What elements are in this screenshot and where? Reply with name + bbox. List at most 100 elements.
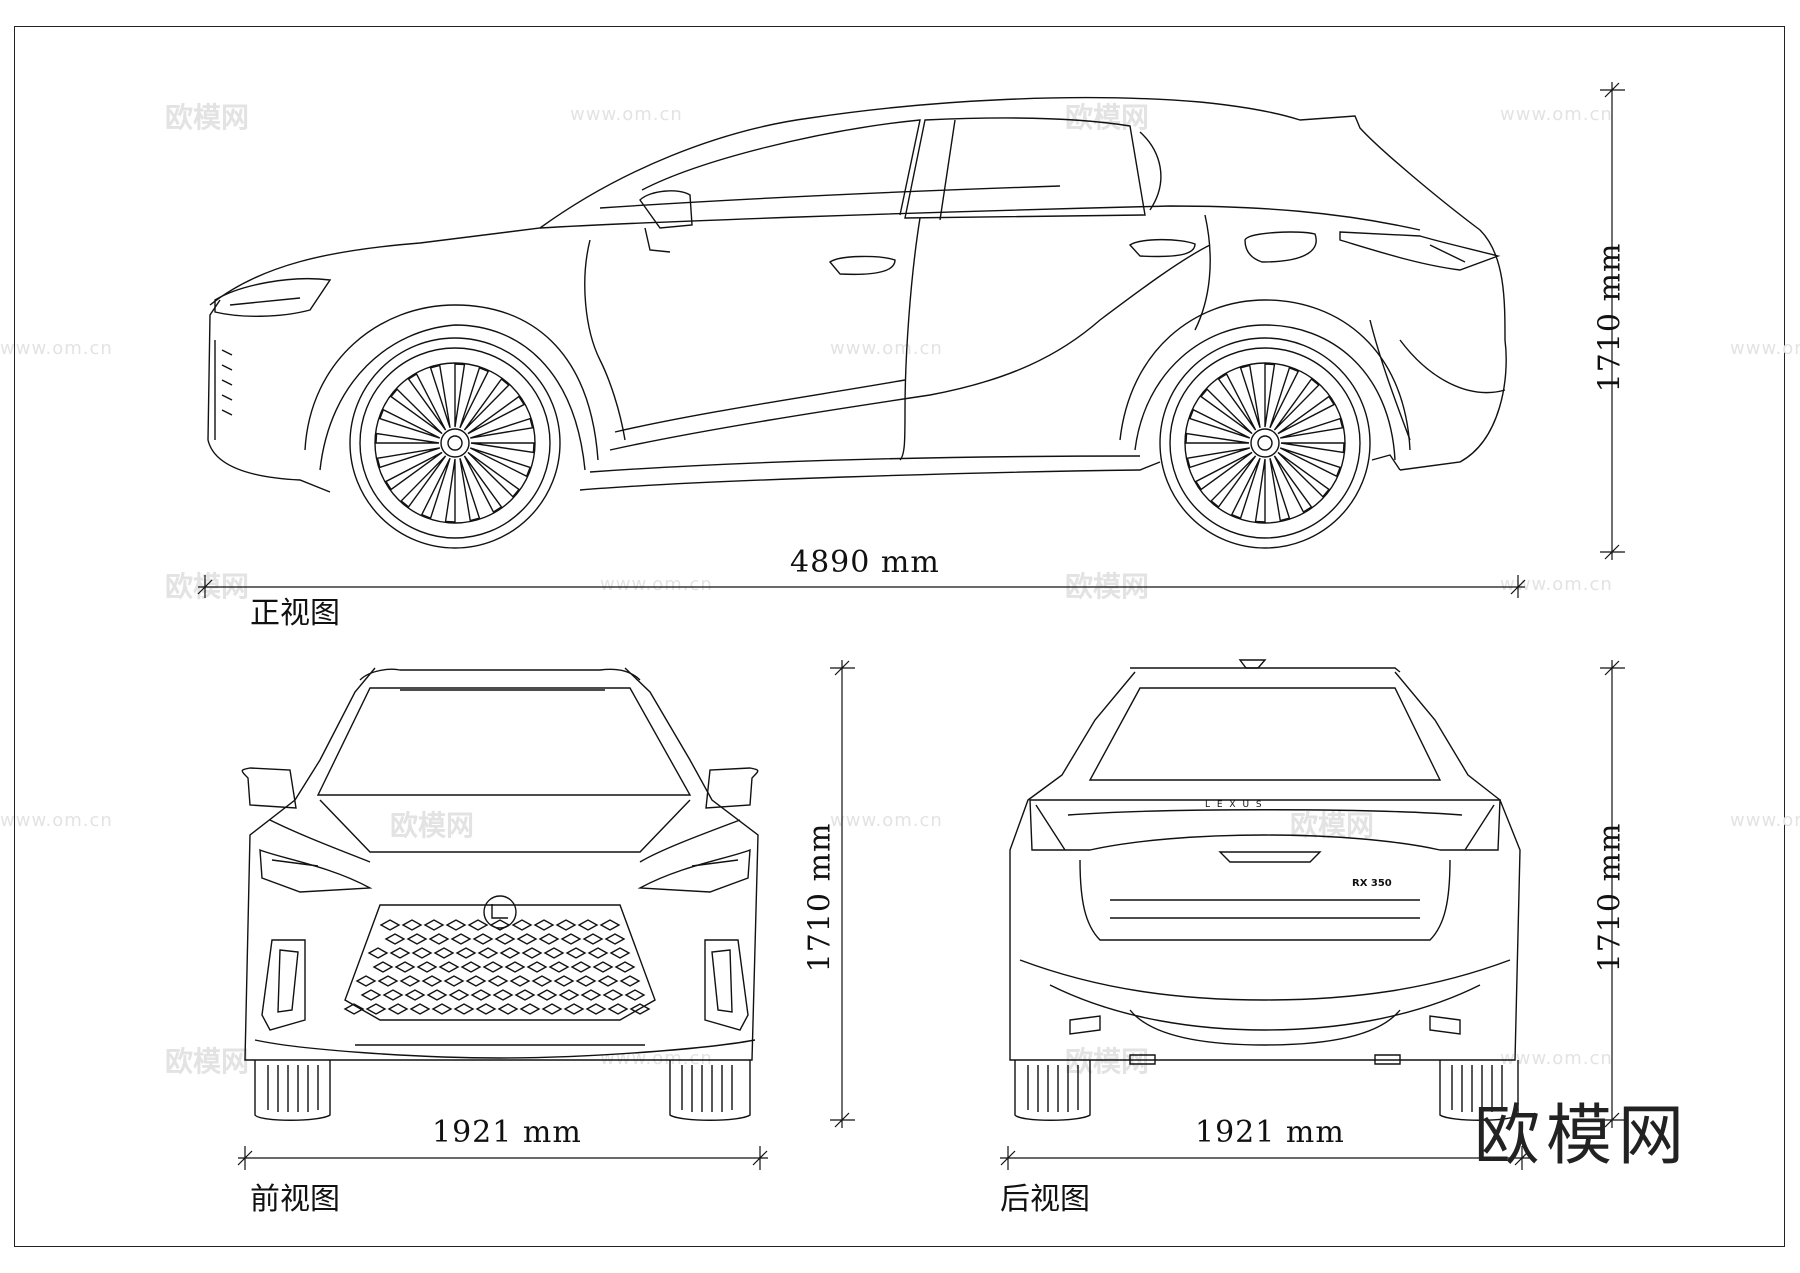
grille-diamond xyxy=(579,920,597,930)
wheel-spoke xyxy=(1281,443,1344,452)
grille-diamond xyxy=(560,990,578,1000)
grille-diamond xyxy=(499,1004,517,1014)
grille-diamond xyxy=(381,920,399,930)
grille-diamond xyxy=(408,934,426,944)
grille-diamond xyxy=(516,990,534,1000)
grille-diamond xyxy=(535,920,553,930)
wheel-spoke xyxy=(468,397,524,434)
grille-diamond xyxy=(567,948,585,958)
wheel-spoke xyxy=(1270,458,1289,520)
wheel-spoke xyxy=(391,389,442,433)
rear-width-text: 1921 mm xyxy=(1195,1115,1345,1150)
grille-diamond xyxy=(396,962,414,972)
grille-diamond xyxy=(389,1004,407,1014)
wheel-spoke xyxy=(1186,434,1249,443)
wheel-spoke xyxy=(1196,452,1252,489)
grille-diamond xyxy=(411,1004,429,1014)
wheel-spoke xyxy=(1280,448,1340,476)
grille-diamond xyxy=(479,948,497,958)
grille-diamond xyxy=(406,990,424,1000)
wheel-spoke xyxy=(446,459,455,522)
grille-diamond xyxy=(550,962,568,972)
grille-diamond xyxy=(433,1004,451,1014)
grille-diamond xyxy=(386,934,404,944)
grille-diamond xyxy=(403,920,421,930)
grille-diamond xyxy=(572,962,590,972)
brand-mark: 欧模网 xyxy=(1474,1097,1690,1174)
grille-diamond xyxy=(384,990,402,1000)
wheel-spoke xyxy=(470,419,532,438)
grille-diamond xyxy=(445,976,463,986)
grille-diamond xyxy=(447,920,465,930)
rear-brand-badge: L E X U S xyxy=(1205,800,1264,810)
side-length-text: 4890 mm xyxy=(790,545,940,580)
grille-diamond xyxy=(428,990,446,1000)
wheel-spoke xyxy=(460,458,479,520)
grille-diamond xyxy=(545,948,563,958)
wheel-spoke xyxy=(455,364,464,427)
grille-diamond xyxy=(589,948,607,958)
front-width-text: 1921 mm xyxy=(432,1115,582,1150)
grille-diamond xyxy=(474,934,492,944)
rear-wheel xyxy=(1160,338,1370,548)
grille-diamond xyxy=(496,934,514,944)
rear-view-car xyxy=(1010,660,1520,1120)
wheel-spoke xyxy=(377,448,439,467)
side-view-label: 正视图 xyxy=(250,596,340,631)
wheel-spoke xyxy=(1278,397,1334,434)
wheel-spoke xyxy=(380,410,440,438)
wheel-spoke xyxy=(1232,458,1260,518)
grille-diamond xyxy=(606,934,624,944)
wheel-spoke xyxy=(464,456,501,512)
grille-diamond xyxy=(452,934,470,944)
front-wheel xyxy=(350,338,560,548)
side-height-text: 1710 mm xyxy=(1592,242,1628,393)
wheel-spoke xyxy=(409,374,446,430)
wheel-spoke xyxy=(1190,410,1250,438)
wheel-spoke xyxy=(470,448,530,476)
front-height-text: 1710 mm xyxy=(802,822,838,973)
drawing-frame xyxy=(14,26,1785,1247)
grille-diamond xyxy=(435,948,453,958)
wheel-spoke xyxy=(1274,456,1311,512)
grille-diamond xyxy=(357,976,375,986)
grille-diamond xyxy=(374,962,392,972)
grille-diamond xyxy=(401,976,419,986)
grille-diamond xyxy=(391,948,409,958)
wheel-spoke xyxy=(471,443,534,452)
rear-width-dimension xyxy=(1000,1146,1530,1170)
grille-diamond xyxy=(523,948,541,958)
grille-diamond xyxy=(601,920,619,930)
wheel-spoke xyxy=(460,368,488,428)
grille-diamond xyxy=(513,920,531,930)
front-height-dimension xyxy=(830,660,855,1128)
grille-diamond xyxy=(418,962,436,972)
grille-diamond xyxy=(369,948,387,958)
rear-height-dimension xyxy=(1600,660,1625,1128)
wheel-spoke xyxy=(401,456,445,507)
rear-view-label: 后视图 xyxy=(1000,1182,1090,1217)
grille-diamond xyxy=(621,976,639,986)
wheel-spoke xyxy=(376,434,439,443)
grille-diamond xyxy=(584,934,602,944)
grille-diamond xyxy=(469,920,487,930)
grille-diamond xyxy=(423,976,441,986)
grille-diamond xyxy=(425,920,443,930)
wheel-spoke xyxy=(1241,365,1260,427)
grille-diamond xyxy=(367,1004,385,1014)
wheel-spoke xyxy=(1265,364,1274,427)
grille-diamond xyxy=(562,934,580,944)
wheel-spoke xyxy=(1256,459,1265,522)
grille-diamond xyxy=(604,990,622,1000)
grille-diamond xyxy=(577,976,595,986)
grille-diamond xyxy=(538,990,556,1000)
wheel-spoke xyxy=(1187,448,1249,467)
wheel-spoke xyxy=(1201,389,1252,433)
grille-diamond xyxy=(511,976,529,986)
grille-diamond xyxy=(557,920,575,930)
grille-diamond xyxy=(345,1004,363,1014)
front-view-car xyxy=(242,668,758,1120)
grille-diamond xyxy=(543,1004,561,1014)
grille-diamond xyxy=(540,934,558,944)
